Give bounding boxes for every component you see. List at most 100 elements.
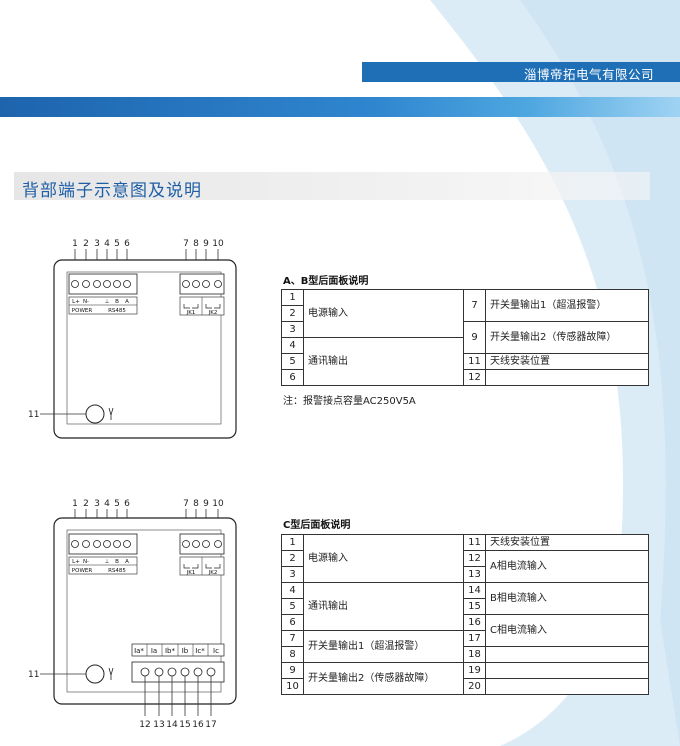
company-band: 淄博帝拓电气有限公司 (362, 62, 680, 82)
terminal-num: 15 (179, 720, 190, 730)
terminal-num: 4 (104, 239, 110, 249)
cell-num: 20 (463, 678, 486, 695)
section-title-bar: 背部端子示意图及说明 (14, 172, 650, 201)
table-row: 10 20 (281, 678, 649, 695)
terminal-num: 5 (114, 239, 120, 249)
cell-desc: C相电流输入 (485, 614, 649, 647)
table-row: 6 16 C相电流输入 (281, 614, 649, 647)
cell-num: 11 (463, 534, 486, 551)
group-label: RS485 (108, 308, 126, 314)
relay-label: JK1 (186, 310, 196, 316)
cell-num: 5 (281, 353, 304, 370)
terminal-num: 1 (72, 239, 78, 249)
cell-num: 2 (281, 550, 304, 567)
cell-desc: 开关量输出2（传感器故障） (303, 662, 464, 695)
cell-num: 14 (463, 582, 486, 599)
cell-desc (485, 662, 649, 679)
table-row: 7 开关量输出1（超温报警） 17 (281, 630, 649, 663)
terminal-num: 12 (139, 720, 150, 730)
cell-num: 16 (463, 614, 486, 631)
cell-desc: 开关量输出1（超温报警） (485, 289, 649, 322)
cell-desc: 通讯输出 (303, 582, 464, 631)
terminal-num: 10 (212, 499, 224, 509)
cell-num: 3 (281, 321, 304, 338)
cell-desc: 开关量输出1（超温报警） (303, 630, 464, 663)
cell-num: 7 (463, 289, 486, 322)
cell-num: 4 (281, 337, 304, 354)
header-band (0, 97, 680, 117)
cell-num: 12 (463, 369, 486, 386)
note: 注：报警接点容量AC250V5A (283, 396, 416, 407)
table-row: 3 13 (281, 566, 649, 583)
terminal-label: B (115, 299, 119, 305)
terminal-label: ⊥ (105, 559, 110, 565)
terminal-num: 11 (28, 410, 39, 420)
cell-num: 13 (463, 566, 486, 583)
cell-num: 11 (463, 353, 486, 370)
terminal-num: 7 (183, 239, 189, 249)
terminal-label: A (125, 299, 129, 305)
current-label: Ic* (195, 647, 205, 655)
terminal-num: 17 (205, 720, 216, 730)
terminal-num: 3 (94, 499, 100, 509)
cell-desc: 开关量输出2（传感器故障） (485, 321, 649, 354)
cell-desc: B相电流输入 (485, 582, 649, 615)
table-c-caption: C型后面板说明 (283, 520, 351, 531)
cell-num: 5 (281, 598, 304, 615)
panel-ab-diagram: 1 2 3 4 5 6 7 8 9 10 L+ N- (28, 239, 237, 439)
terminal-num: 3 (94, 239, 100, 249)
terminal-label: N- (83, 299, 89, 305)
table-row: 1 电源输入 7 开关量输出1（超温报警） (281, 289, 649, 338)
cell-num: 1 (281, 534, 304, 551)
cell-num: 3 (281, 566, 304, 583)
terminal-label: ⊥ (105, 299, 110, 305)
table-row: 8 18 (281, 646, 649, 663)
current-label: Ib (182, 647, 189, 655)
terminal-num: 6 (124, 239, 130, 249)
relay-label: JK2 (208, 570, 218, 576)
cell-num: 7 (281, 630, 304, 647)
terminal-num: 7 (183, 499, 189, 509)
current-label: Ia (151, 647, 157, 655)
cell-num: 18 (463, 646, 486, 663)
cell-desc (485, 646, 649, 663)
terminal-num: 14 (166, 720, 178, 730)
terminal-num: 9 (203, 499, 209, 509)
relay-label: JK2 (208, 310, 218, 316)
panel-c-diagram: 1 2 3 4 5 6 7 8 9 10 L+ N- (28, 499, 237, 730)
cell-num: 12 (463, 550, 486, 567)
cell-num: 6 (281, 369, 304, 386)
table-row: 4 通讯输出 14 B相电流输入 (281, 582, 649, 631)
cell-num: 17 (463, 630, 486, 647)
terminal-num: 11 (28, 670, 39, 680)
table-row: 6 12 (281, 369, 649, 386)
terminal-num: 6 (124, 499, 130, 509)
page-title: 背部端子示意图及说明 (22, 181, 202, 201)
terminal-label: A (125, 559, 129, 565)
cell-desc: 电源输入 (303, 289, 464, 338)
cell-desc: 通讯输出 (303, 337, 464, 386)
group-label: RS485 (108, 568, 126, 574)
terminal-num: 2 (83, 499, 89, 509)
cell-desc: 电源输入 (303, 534, 464, 583)
cell-desc: 天线安装位置 (485, 353, 649, 370)
terminal-label: B (115, 559, 119, 565)
table-row: 4 通讯输出 (281, 337, 649, 386)
terminal-num: 8 (193, 239, 199, 249)
group-label: POWER (72, 308, 93, 314)
terminal-num: 2 (83, 239, 89, 249)
cell-desc (485, 369, 649, 386)
terminal-num: 4 (104, 499, 110, 509)
table-ab-caption: A、B型后面板说明 (283, 276, 369, 287)
cell-num: 2 (281, 305, 304, 322)
cell-num: 1 (281, 289, 304, 306)
terminal-num: 16 (192, 720, 204, 730)
terminal-num: 8 (193, 499, 199, 509)
group-label: POWER (72, 568, 93, 574)
terminal-num: 9 (203, 239, 209, 249)
terminal-label: L+ (72, 559, 80, 565)
table-row: 9 开关量输出2（传感器故障） 19 (281, 662, 649, 695)
terminal-num: 1 (72, 499, 78, 509)
relay-label: JK1 (186, 570, 196, 576)
